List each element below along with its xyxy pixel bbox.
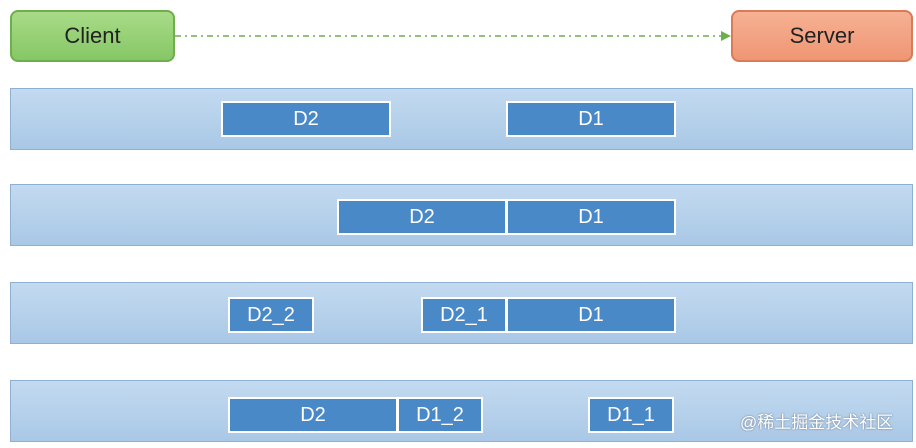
packet-label: D2_1 [440, 303, 488, 326]
client-label: Client [64, 23, 121, 48]
packet-row2-d2: D2 [337, 199, 507, 235]
packet-row1-d1: D1 [506, 101, 676, 137]
packet-label: D1 [578, 107, 604, 130]
packet-row4-d1-2: D1_2 [397, 397, 483, 433]
packet-label: D2_2 [247, 303, 295, 326]
packet-row3-d2-1: D2_1 [421, 297, 507, 333]
packet-row4-d1-1: D1_1 [588, 397, 674, 433]
client-box: Client [10, 10, 175, 62]
server-box: Server [731, 10, 913, 62]
watermark: @稀土掘金技术社区 [740, 413, 894, 432]
packet-row2-d1: D1 [506, 199, 676, 235]
packet-label: D1 [578, 205, 604, 228]
packet-row4-d2: D2 [228, 397, 398, 433]
packet-row3-d2-2: D2_2 [228, 297, 314, 333]
packet-row3-d1: D1 [506, 297, 676, 333]
server-label: Server [789, 23, 855, 48]
row-band-1 [10, 88, 913, 150]
packet-label: D1 [578, 303, 604, 326]
packet-label: D1_2 [416, 403, 464, 426]
packet-label: D2 [300, 403, 326, 426]
packet-label: D2 [409, 205, 435, 228]
packet-label: D2 [293, 107, 319, 130]
packet-label: D1_1 [607, 403, 655, 426]
packet-row1-d2: D2 [221, 101, 391, 137]
client-server-arrow [175, 31, 731, 41]
